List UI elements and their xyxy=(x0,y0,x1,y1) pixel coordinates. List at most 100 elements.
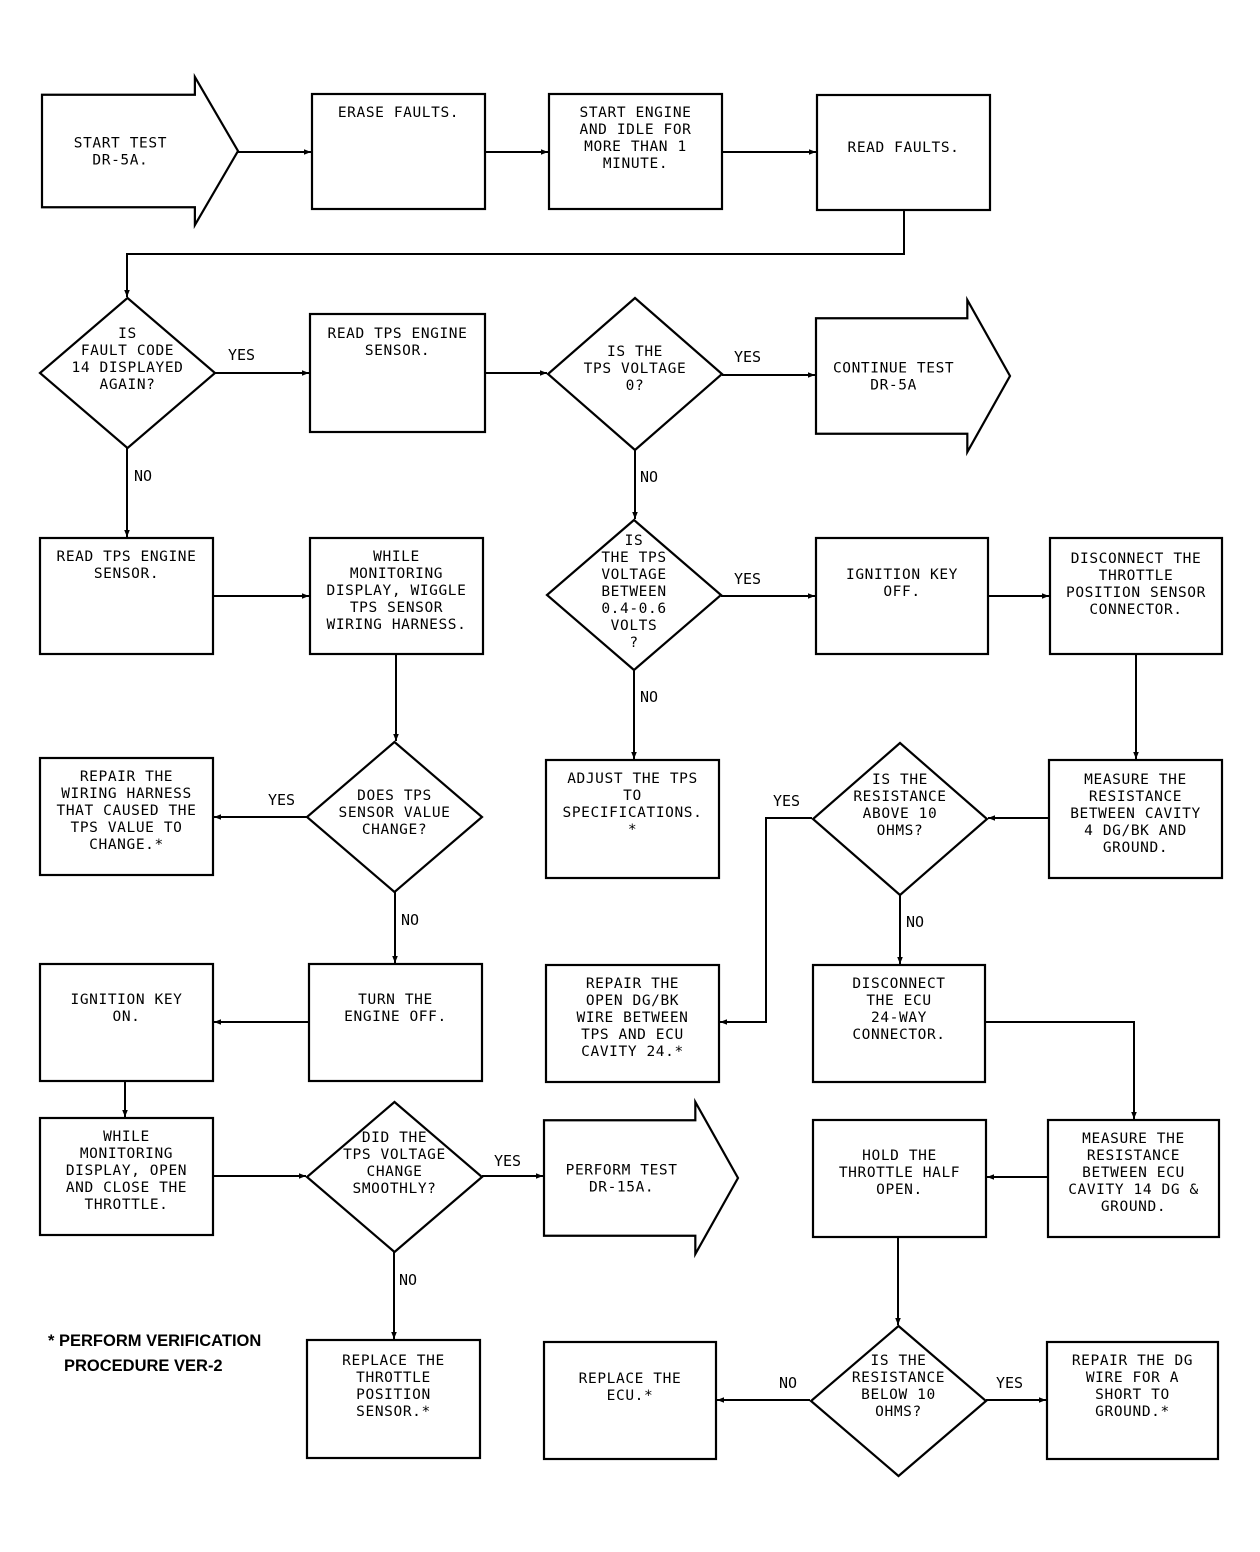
yes-label: YES xyxy=(268,791,295,809)
process-box xyxy=(811,963,987,1084)
node-text-line: DR-5A xyxy=(870,378,917,394)
footnote-line-2: PROCEDURE VER-2 xyxy=(64,1357,223,1375)
node-text-line: DISCONNECT THE xyxy=(1071,551,1202,567)
node-text-line: OPEN DG/BK xyxy=(586,993,679,1009)
node-text-line: RESISTANCE xyxy=(1087,1148,1180,1164)
node-text-line: IS THE xyxy=(607,344,663,360)
node-text-line: DISPLAY, OPEN xyxy=(66,1163,187,1179)
process-box xyxy=(1048,536,1224,656)
node-text-line: TPS VOLTAGE xyxy=(343,1147,446,1163)
node-text-line: DISCONNECT xyxy=(852,976,945,992)
decision-diamond xyxy=(305,740,484,894)
node-text-line: IS xyxy=(118,326,137,342)
node-text-line: AGAIN? xyxy=(100,377,156,393)
node-text-line: DOES TPS xyxy=(357,788,432,804)
node-text-line: IS THE xyxy=(872,772,928,788)
node-text-line: ABOVE 10 xyxy=(863,806,938,822)
no-label: NO xyxy=(401,911,419,929)
process-box xyxy=(1047,758,1224,880)
node-text-line: IS xyxy=(625,533,644,549)
node-text-line: 24-WAY xyxy=(871,1010,927,1026)
flow-connector xyxy=(986,1021,1137,1119)
terminal-arrow xyxy=(814,295,1012,457)
node-text-line: OPEN. xyxy=(876,1182,923,1198)
node-text-line: CONNECTOR. xyxy=(1089,602,1182,618)
node-text-line: RESISTANCE xyxy=(1089,789,1182,805)
yes-label: YES xyxy=(773,792,800,810)
node-text-line: SHORT TO xyxy=(1095,1387,1170,1403)
no-label: NO xyxy=(779,1374,797,1392)
node-text-line: RESISTANCE xyxy=(853,789,946,805)
node-text-line: MEASURE THE xyxy=(1084,772,1187,788)
node-text-line: START TEST xyxy=(74,136,167,152)
footnote-line-1: * PERFORM VERIFICATION xyxy=(48,1332,261,1350)
process-box xyxy=(1045,1340,1220,1461)
node-text-line: WHILE xyxy=(373,549,420,565)
node-text-line: MEASURE THE xyxy=(1082,1131,1185,1147)
node-text-line: DR-5A. xyxy=(92,153,148,169)
node-text-line: IS THE xyxy=(871,1353,927,1369)
node-text-line: WIRING HARNESS. xyxy=(327,617,467,633)
node-erase: ERASE FAULTS. xyxy=(310,92,487,211)
decision-diamond xyxy=(811,741,989,897)
process-box xyxy=(307,962,484,1083)
node-text-line: BELOW 10 xyxy=(861,1387,936,1403)
node-text-line: TPS SENSOR xyxy=(350,600,443,616)
process-box xyxy=(308,312,487,434)
node-text-line: CHANGE.* xyxy=(89,837,164,853)
flow-connector xyxy=(720,817,812,1025)
node-text-line: TPS VOLTAGE xyxy=(584,361,687,377)
node-text-line: REPLACE THE xyxy=(342,1353,445,1369)
node-text-line: START ENGINE xyxy=(580,105,692,121)
node-text-line: CAVITY 14 DG & xyxy=(1068,1182,1199,1198)
node-text-line: SENSOR. xyxy=(94,566,159,582)
process-box xyxy=(814,536,990,656)
node-text-line: TURN THE xyxy=(358,992,433,1008)
process-box xyxy=(544,758,721,880)
node-text-line: CHANGE? xyxy=(362,822,427,838)
no-label: NO xyxy=(640,688,658,706)
node-read-faults: READ FAULTS. xyxy=(815,93,992,212)
node-text-line: ON. xyxy=(113,1009,141,1025)
decision-diamond xyxy=(809,1324,988,1478)
node-text-line: TPS AND ECU xyxy=(581,1027,684,1043)
node-text-line: WIRE BETWEEN xyxy=(577,1010,689,1026)
node-text-line: SENSOR.* xyxy=(356,1404,431,1420)
node-text-line: GROUND. xyxy=(1101,1199,1166,1215)
node-text-line: SPECIFICATIONS. xyxy=(563,805,703,821)
decision-diamond xyxy=(38,296,217,450)
node-text-line: PERFORM TEST xyxy=(566,1163,678,1179)
node-text-line: BETWEEN CAVITY xyxy=(1070,806,1201,822)
node-text-line: MINUTE. xyxy=(603,156,668,172)
node-text-line: ADJUST THE TPS xyxy=(567,771,698,787)
node-text-line: POSITION xyxy=(356,1387,431,1403)
process-box xyxy=(815,93,992,212)
flow-connector xyxy=(124,210,905,297)
node-text-line: ENGINE OFF. xyxy=(344,1009,447,1025)
node-text-line: IGNITION KEY xyxy=(846,567,958,583)
node-text-line: 4 DG/BK AND xyxy=(1084,823,1187,839)
node-text-line: * xyxy=(628,822,637,838)
node-text-line: READ TPS ENGINE xyxy=(328,326,468,342)
node-text-line: REPAIR THE DG xyxy=(1072,1353,1193,1369)
process-box xyxy=(38,962,215,1083)
node-text-line: TO xyxy=(623,788,642,804)
node-text-line: 0.4-0.6 xyxy=(601,601,666,617)
decision-diamond xyxy=(305,1100,484,1254)
no-label: NO xyxy=(640,468,658,486)
node-text-line: THE ECU xyxy=(866,993,931,1009)
process-box xyxy=(811,1118,988,1239)
process-box xyxy=(547,92,724,211)
